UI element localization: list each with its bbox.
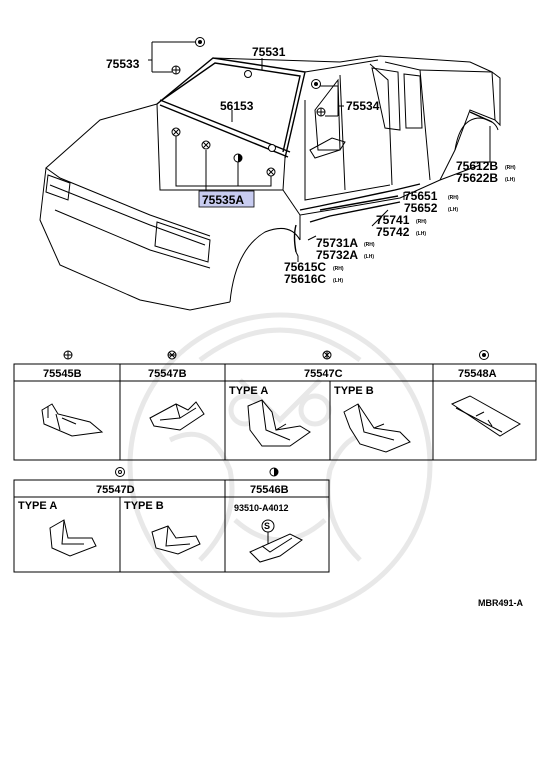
header-75545B[interactable]: 75545B bbox=[43, 368, 82, 380]
lower-moulding bbox=[159, 99, 291, 153]
part-75548A-sketch bbox=[450, 395, 521, 437]
type-a-label: TYPE A bbox=[18, 500, 57, 512]
callout-labels: 75533 75531 56153 75534 75535A 75612B (R… bbox=[106, 45, 516, 286]
selected-part-highlight bbox=[198, 190, 255, 208]
part-75545B-sketch bbox=[41, 403, 104, 437]
windshield-frame bbox=[156, 57, 306, 159]
side-lh: (LH) bbox=[333, 278, 343, 284]
rear-door-window bbox=[371, 67, 401, 131]
part-75546B-sketch: S bbox=[249, 519, 303, 563]
callout-56153[interactable]: 56153 bbox=[220, 99, 254, 113]
side-rh: (RH) bbox=[333, 266, 344, 272]
right-headlamp bbox=[154, 221, 211, 263]
side-mirror bbox=[309, 137, 346, 159]
truck-illustration bbox=[39, 55, 501, 311]
callout-75535A[interactable]: 75535A bbox=[202, 193, 244, 207]
leader-lines bbox=[148, 41, 491, 262]
part-75547B-sketch bbox=[149, 401, 205, 431]
header-75547D[interactable]: 75547D bbox=[96, 484, 135, 496]
side-rh: (RH) bbox=[364, 242, 375, 248]
callout-75533[interactable]: 75533 bbox=[106, 57, 140, 71]
header-75546B[interactable]: 75546B bbox=[250, 484, 289, 496]
windshield-inner-frame bbox=[161, 62, 301, 153]
callout-75651[interactable]: 75651 bbox=[404, 189, 438, 203]
side-lh: (LH) bbox=[448, 207, 458, 213]
side-lh: (LH) bbox=[416, 231, 426, 237]
clip-table-top: 75545B 75547B 75547C 75548A TYPE A TYPE … bbox=[13, 350, 537, 461]
left-headlamp bbox=[45, 174, 71, 201]
header-75547B[interactable]: 75547B bbox=[148, 368, 187, 380]
watermark-emblem bbox=[127, 312, 433, 618]
type-a-label: TYPE A bbox=[229, 385, 268, 397]
callout-75531[interactable]: 75531 bbox=[252, 45, 286, 59]
callout-75622B[interactable]: 75622B bbox=[456, 171, 498, 185]
type-b-label: TYPE B bbox=[334, 385, 374, 397]
callout-75534[interactable]: 75534 bbox=[346, 99, 380, 113]
callout-75732A[interactable]: 75732A bbox=[316, 248, 358, 262]
header-75548A[interactable]: 75548A bbox=[458, 368, 497, 380]
callout-75742[interactable]: 75742 bbox=[376, 225, 410, 239]
callout-75616C[interactable]: 75616C bbox=[284, 272, 326, 286]
callout-75731A[interactable]: 75731A bbox=[316, 236, 358, 250]
side-rh: (RH) bbox=[448, 195, 459, 201]
side-lh: (LH) bbox=[364, 254, 374, 260]
part-75547C-type-b-sketch bbox=[343, 403, 411, 453]
clip-table-bottom: 75547D 75546B TYPE A TYPE B 93510-A4012 … bbox=[13, 467, 330, 573]
part-75547C-type-a-sketch bbox=[247, 399, 311, 447]
type-b-label: TYPE B bbox=[124, 500, 164, 512]
clip-marker-small bbox=[244, 70, 252, 78]
fastener-markers bbox=[171, 37, 326, 177]
callout-75615C[interactable]: 75615C bbox=[284, 260, 326, 274]
part-75547D-type-b-sketch bbox=[151, 525, 201, 555]
clip-marker-small-2 bbox=[268, 144, 276, 152]
callout-75741[interactable]: 75741 bbox=[376, 213, 410, 227]
side-lh: (LH) bbox=[505, 177, 515, 183]
drawing-reference: MBR491-A bbox=[478, 598, 524, 608]
screw-mark: S bbox=[264, 521, 270, 531]
part-75547D-type-a-sketch bbox=[49, 519, 97, 557]
callout-75612B[interactable]: 75612B bbox=[456, 159, 498, 173]
header-75547C[interactable]: 75547C bbox=[304, 368, 343, 380]
screw-part-number[interactable]: 93510-A4012 bbox=[234, 503, 289, 513]
side-rh: (RH) bbox=[505, 165, 516, 171]
callout-75652[interactable]: 75652 bbox=[404, 201, 438, 215]
side-rh: (RH) bbox=[416, 219, 427, 225]
